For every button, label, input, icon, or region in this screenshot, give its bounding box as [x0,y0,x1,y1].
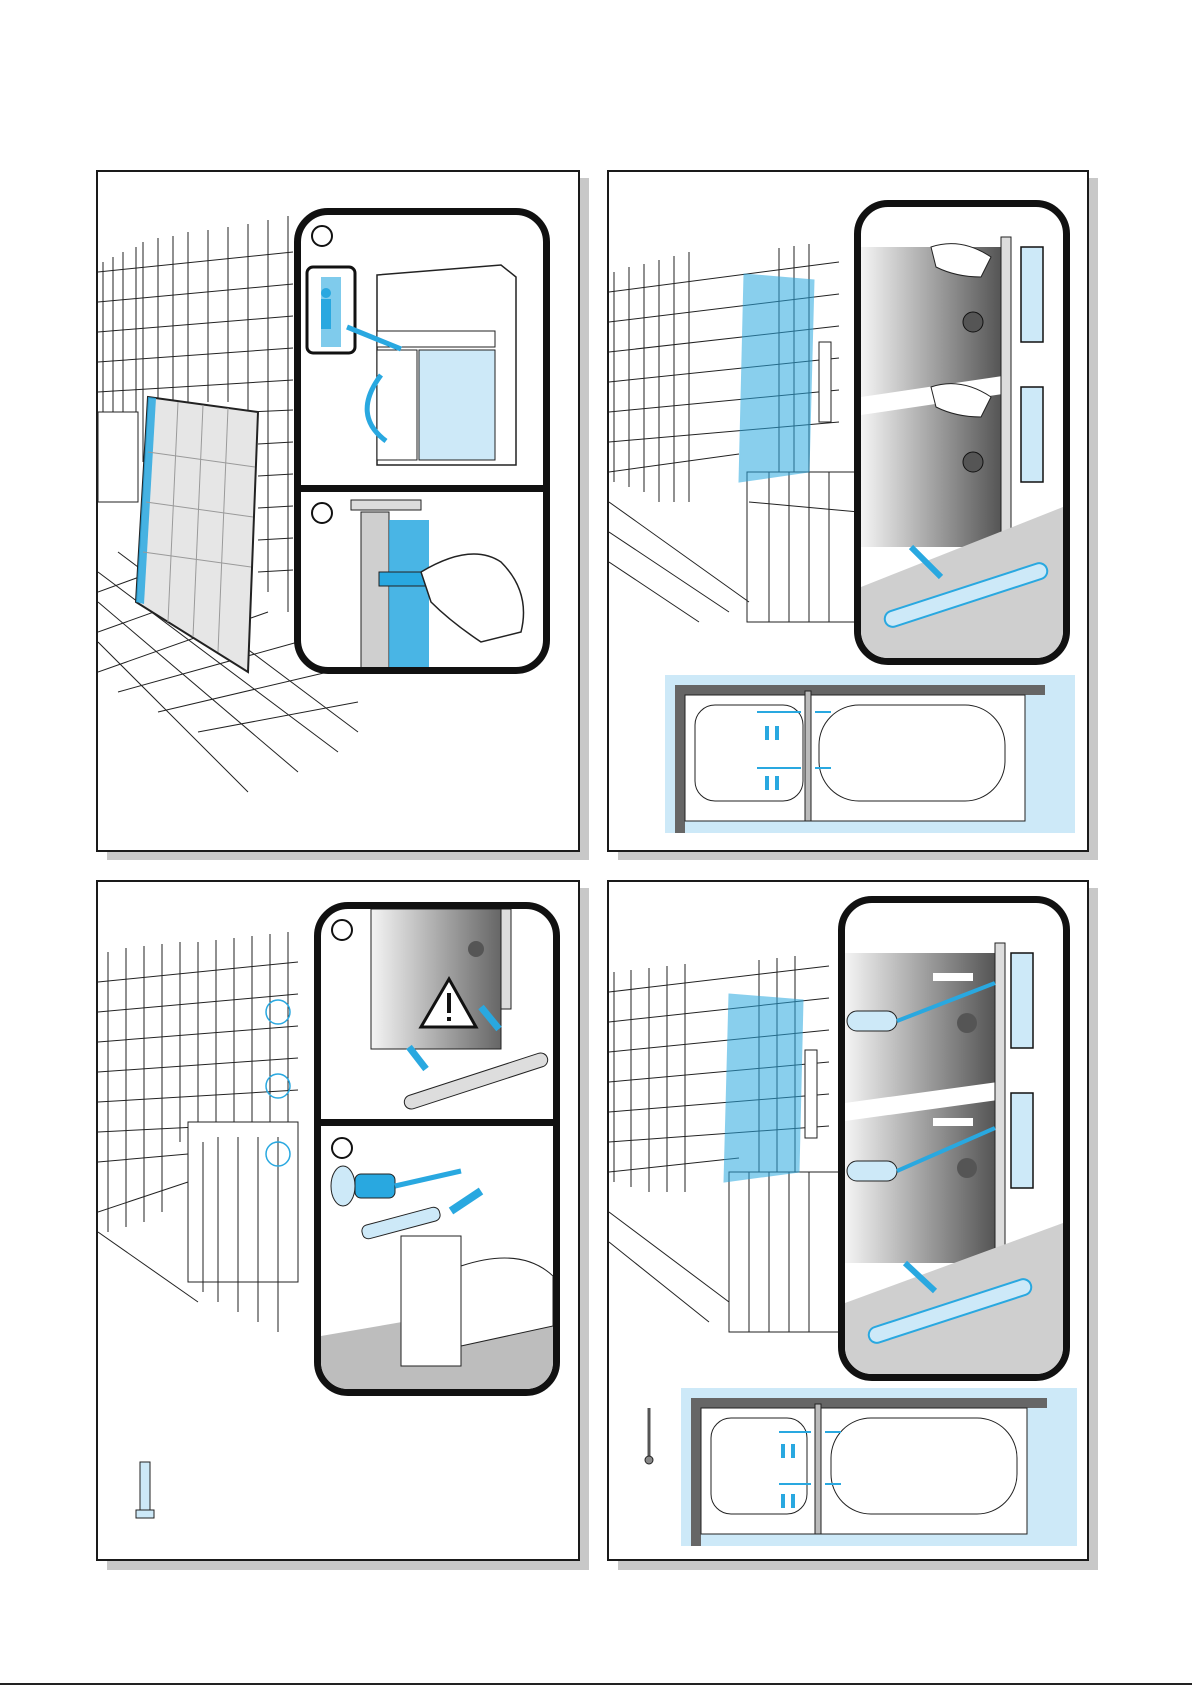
panel-4 [607,880,1089,1561]
drill-plug-illustration [321,1126,553,1396]
zoom-divider [301,485,543,492]
arrow-icon [409,1047,426,1069]
film-peel-illustration [301,492,543,672]
panel-2 [607,170,1089,852]
film-removal-illustration [301,215,543,485]
panel-3 [96,880,580,1561]
alignment-diagram [609,882,1089,1561]
wall-plug-icon [361,1206,442,1240]
seal-insert-illustration [321,909,553,1119]
glass-panel [136,397,258,672]
panel-1 [96,170,580,852]
zoom-divider [321,1119,553,1126]
wall-plug-icon [136,1462,154,1518]
hand-icon [421,554,524,642]
zoom-detail-panel-1 [294,208,550,674]
drill-icon [331,1166,461,1206]
alignment-diagram [609,172,1089,852]
arrow-icon [451,1191,481,1211]
zoom-detail-panel-3 [314,902,560,1396]
worker-icon [321,288,331,329]
